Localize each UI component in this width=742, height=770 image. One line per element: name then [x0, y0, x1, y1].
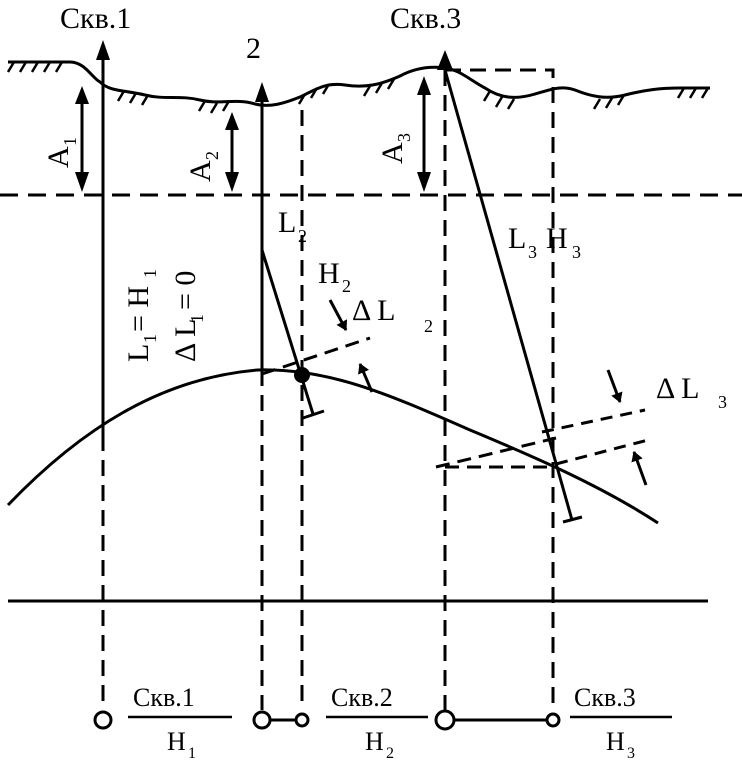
svg-text:Δ L: Δ L [656, 372, 699, 405]
legend-well-3: Скв.3 H 3 [570, 683, 672, 762]
svg-text:= H: = H [122, 286, 155, 332]
well-2-plan-circle-end [294, 712, 310, 728]
svg-text:H: H [318, 257, 340, 290]
well-3-arrowhead [437, 50, 453, 70]
svg-text:2: 2 [386, 745, 394, 762]
well-3-plan-circle-start [434, 709, 456, 731]
svg-text:H: H [546, 222, 568, 255]
well-3 [434, 50, 649, 731]
ground-surface-line [8, 60, 710, 107]
svg-text:1: 1 [188, 745, 196, 762]
svg-text:Δ L: Δ L [169, 319, 202, 362]
svg-text:3: 3 [718, 392, 727, 412]
svg-text:1: 1 [60, 137, 80, 146]
svg-text:2: 2 [424, 316, 433, 336]
svg-text:L: L [508, 222, 526, 255]
well-1-label: Скв.1 [60, 2, 131, 35]
svg-text:H: H [167, 727, 186, 756]
svg-text:L: L [122, 344, 155, 362]
delta-l-arrows [328, 299, 648, 486]
l1-equals-h1-label: L 1 = H 1 [122, 269, 160, 362]
svg-text:A: A [184, 160, 217, 182]
svg-text:H: H [606, 727, 625, 756]
svg-text:Скв.3: Скв.3 [574, 683, 636, 712]
well-3-plan-circle-end [545, 712, 561, 728]
a3-label: A 3 [376, 133, 414, 164]
svg-text:2: 2 [342, 276, 351, 296]
well-2-plan-circle-start [252, 710, 272, 730]
svg-text:3: 3 [627, 745, 635, 762]
svg-text:3: 3 [528, 242, 537, 262]
svg-text:Скв.1: Скв.1 [133, 683, 195, 712]
well-1-arrowhead [96, 40, 110, 60]
well-1 [93, 40, 113, 730]
a2-label: A 2 [184, 151, 222, 182]
svg-text:L: L [278, 206, 296, 239]
a1-label: A 1 [42, 137, 80, 168]
svg-text:2: 2 [202, 151, 222, 160]
svg-text:A: A [376, 142, 409, 164]
well-2-label: 2 [246, 32, 261, 65]
h2-label: H 2 [318, 257, 351, 296]
legend-well-1: Скв.1 H 1 [128, 683, 232, 762]
l2-label: L 2 [278, 206, 307, 246]
ground-hatching [6, 61, 710, 114]
formation-top-curve [6, 368, 659, 525]
well-1-plan-circle [93, 710, 113, 730]
altitude-arrows [75, 76, 431, 192]
svg-text:A: A [42, 146, 75, 168]
svg-text:1: 1 [187, 314, 207, 323]
well-3-label: Скв.3 [390, 2, 461, 35]
svg-text:= 0: = 0 [169, 271, 202, 310]
svg-text:Δ L: Δ L [352, 294, 395, 327]
svg-text:3: 3 [394, 133, 414, 142]
svg-text:3: 3 [572, 242, 581, 262]
delta-l2-label: Δ L 2 [352, 294, 433, 336]
svg-text:1: 1 [140, 269, 160, 278]
delta-l1-zero-label: Δ L 1 = 0 [169, 271, 207, 362]
svg-text:H: H [365, 727, 384, 756]
well-2 [252, 82, 371, 730]
svg-text:1: 1 [140, 334, 160, 343]
svg-text:2: 2 [298, 226, 307, 246]
l3-h3-label: L 3 H 3 [508, 222, 581, 262]
legend-well-2: Скв.2 H 2 [326, 683, 428, 762]
well-2-arrowhead [255, 82, 269, 102]
delta-l3-label: Δ L 3 [656, 372, 727, 412]
svg-text:Скв.2: Скв.2 [331, 683, 393, 712]
